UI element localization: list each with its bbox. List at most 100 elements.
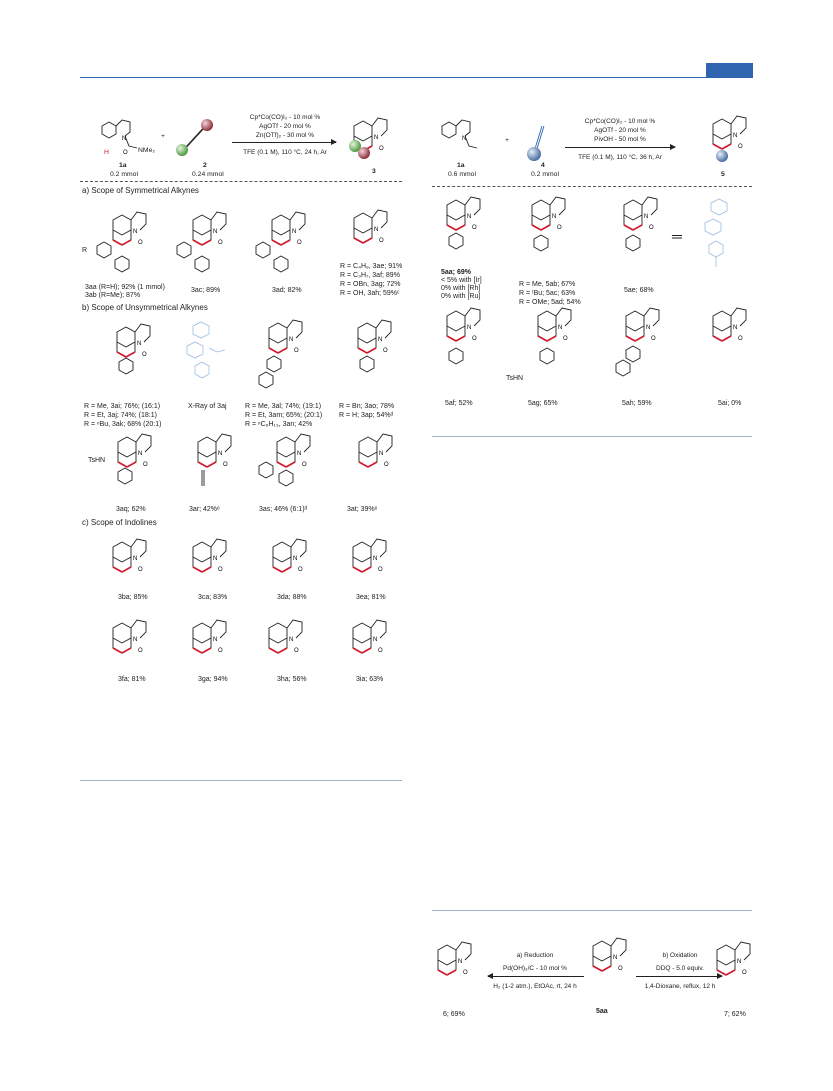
- label-3ak: R = ⁿBu, 3ak; 68% (20:1): [84, 421, 162, 428]
- label-3ap: R = H; 3ap; 54%ᵈ: [339, 412, 394, 419]
- label-5aa-center: 5aa: [596, 1008, 608, 1015]
- product-3-structure: [349, 117, 388, 159]
- compound-3ea-structure: [352, 538, 387, 574]
- compound-3da-structure: [272, 538, 307, 574]
- compound-3ar-structure: [197, 433, 232, 486]
- compound-5aa-structure: [446, 196, 481, 250]
- red-sphere-icon: [201, 119, 213, 131]
- compound-5aa-center-structure: [592, 937, 627, 973]
- label-3ac: 3ac; 89%: [191, 287, 221, 294]
- s2-cond-1: Cp*Co(CO)I₂ - 10 mol %: [584, 118, 656, 125]
- cond-1: Cp*Co(CO)I₂ - 10 mol %: [249, 114, 321, 121]
- cond-4: TFE (0.1 M), 110 °C, 24 h, Ar: [243, 149, 327, 156]
- label-3ca: 3ca; 83%: [198, 594, 228, 601]
- label-3ba: 3ba; 85%: [118, 594, 148, 601]
- label-5ad: R = OMe; 5ad; 54%: [519, 299, 581, 306]
- compound-5ag-structure: [537, 307, 572, 365]
- reactant-1a-group: NMe₂: [138, 147, 155, 154]
- reduction-cond-2: H₂ (1-2 atm.), EtOAc, rt, 24 h: [493, 983, 577, 990]
- label-3ar: 3ar; 42%ᵉ: [189, 506, 220, 513]
- oxidation-arrow: [636, 973, 723, 979]
- label-3ea: 3ea; 81%: [356, 594, 386, 601]
- s2-plus: +: [505, 137, 509, 144]
- header-tab: [706, 63, 753, 77]
- label-xray: X-Ray of 3aj: [188, 403, 227, 410]
- svg-text:N: N: [462, 136, 466, 142]
- label-3ae: R = C₄H₉, 3ae; 91%: [340, 263, 403, 270]
- equals-sign: ═: [672, 228, 682, 244]
- alkyne-2-amount: 0.24 mmol: [192, 171, 224, 178]
- oxidation-cond-1: DDQ - 5.0 equiv.: [656, 965, 704, 972]
- label-5ac: R = ᵗBu; 5ac; 63%: [519, 290, 576, 297]
- blue-sphere-icon: [716, 150, 728, 162]
- label-3as: 3as; 46% (6:1)ᵈ: [259, 506, 308, 513]
- compound-3fa-structure: [112, 619, 147, 655]
- label-5aa-ru: 0% with [Ru]: [441, 293, 481, 300]
- label-5ae: 5ae; 68%: [624, 287, 654, 294]
- label-3am: R = Et, 3am; 65%; (20:1): [245, 412, 323, 419]
- label-5af: 5af; 52%: [445, 400, 473, 407]
- compound-3ac-structure: [176, 211, 227, 273]
- label-5ab: R = Me, 5ab; 67%: [519, 281, 576, 288]
- label-3af: R = C₃H₇, 3af; 89%: [340, 272, 400, 279]
- compound-3aa-structure: [96, 211, 147, 273]
- alkyne-4-label: 4: [541, 162, 545, 169]
- label-3al: R = Me, 3al; 74%; (19:1): [245, 403, 322, 410]
- cond-2: AgOTf - 20 mol %: [259, 123, 311, 130]
- label-3ga: 3ga; 94%: [198, 676, 228, 683]
- compound-3as-structure: [258, 433, 311, 487]
- svg-text:N: N: [122, 136, 126, 142]
- label-5aa-rh: 0% with [Rh]: [441, 285, 481, 292]
- s2-cond-2: AgOTf - 20 mol %: [594, 127, 646, 134]
- label-5ag: 5ag; 65%: [528, 400, 558, 407]
- reduction-cond-1: Pd(OH)₂/C - 10 mol %: [503, 965, 567, 972]
- label-3fa: 3fa; 81%: [118, 676, 146, 683]
- compound-5ae-structure: [623, 196, 658, 252]
- label-3ia: 3ia; 63%: [356, 676, 384, 683]
- alkyne-2-label: 2: [203, 162, 207, 169]
- s2-cond-3: PivOH - 50 mol %: [594, 136, 646, 143]
- compound-5ai-structure: [712, 307, 747, 343]
- product-6-structure: [437, 941, 472, 977]
- oxidation-title: b) Oxidation: [662, 952, 698, 959]
- product-5-label: 5: [721, 171, 725, 178]
- cond-3: Zn(OTf)₂ - 30 mol %: [255, 132, 315, 139]
- label-6: 6; 69%: [443, 1011, 465, 1018]
- reactant-1a-structure: N: [441, 119, 478, 149]
- product-5-structure: [712, 115, 747, 162]
- label-3at: 3at; 39%ᵉ: [347, 506, 378, 513]
- compound-3ba-structure: [112, 538, 147, 574]
- label-5ah: 5ah; 59%: [622, 400, 652, 407]
- label-3aq: 3aq; 62%: [116, 506, 146, 513]
- label-3ah: R = OH, 3ah; 59%ᶜ: [340, 290, 400, 297]
- xray-5ae-structure: [704, 198, 728, 267]
- scheme-3-rule: [432, 910, 752, 911]
- label-5aa: 5aa; 69%: [441, 269, 471, 276]
- alkyne-4-structure: [527, 125, 545, 161]
- label-3ad: 3ad; 82%: [272, 287, 302, 294]
- svg-text:O: O: [123, 150, 128, 156]
- label-7: 7; 62%: [724, 1011, 746, 1018]
- reactant-1a-amount: 0.2 mmol: [110, 171, 138, 178]
- label-3aj: R = Et, 3aj; 74%; (18:1): [84, 412, 157, 419]
- compound-3ca-structure: [192, 538, 227, 574]
- product-3-label: 3: [372, 168, 376, 175]
- label-3an: R = ⁿC₆H₁₃, 3an; 42%: [245, 421, 313, 428]
- alkyne-2-structure: [176, 119, 213, 156]
- label-5aa-ir: < 5% with [Ir]: [441, 277, 482, 284]
- s2-divider: [432, 186, 752, 187]
- compound-3ao-structure: [357, 319, 392, 373]
- reduction-arrow: [487, 973, 584, 979]
- section-a-title: a) Scope of Symmetrical Alkynes: [82, 186, 199, 195]
- label-3ag: R = OBn, 3ag; 72%: [340, 281, 401, 288]
- r-sub: R: [82, 247, 88, 254]
- compound-5ah-structure: [615, 307, 660, 377]
- tshn-sub: TsHN: [88, 457, 106, 464]
- green-sphere-icon: [349, 140, 361, 152]
- compound-3ad-structure: [255, 211, 306, 273]
- reactant-1a-structure: N O: [101, 119, 138, 156]
- label-3ao: R = Bn; 3ao; 78%: [339, 403, 395, 410]
- green-sphere-icon: [176, 144, 188, 156]
- s2-reactant-1a-label: 1a: [457, 162, 465, 169]
- label-3aa: 3aa (R=H); 92% (1 mmol): [85, 284, 165, 291]
